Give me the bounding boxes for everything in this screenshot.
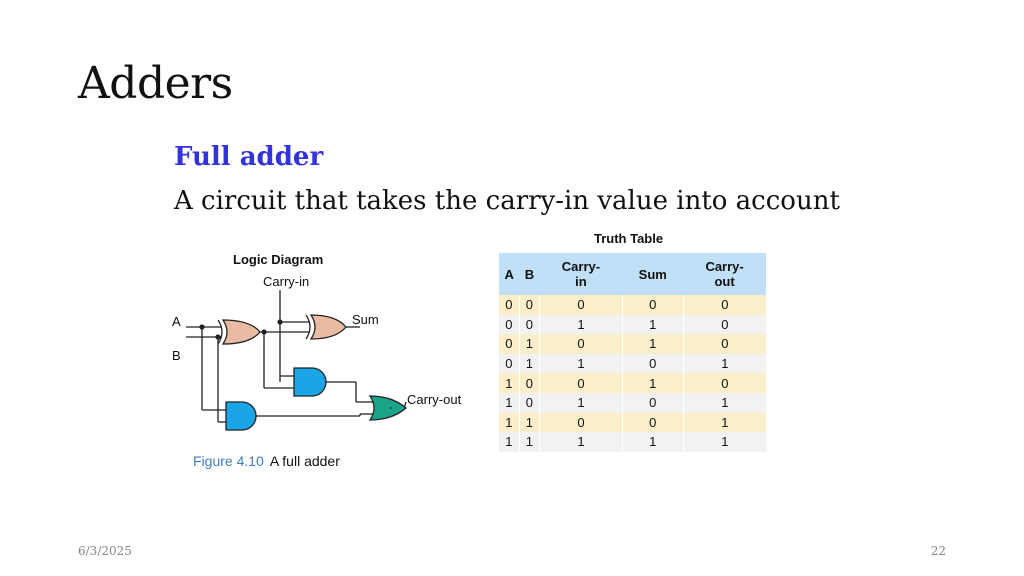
truth-table-cell: 0 (539, 295, 623, 315)
truth-table-cell: 0 (499, 353, 520, 374)
truth-table-cell: 1 (621, 432, 684, 452)
diagram-title: Logic Diagram (233, 252, 323, 267)
truth-table-cell: 0 (621, 412, 684, 433)
truth-table-cell: 1 (621, 334, 684, 354)
input-b-label: B (172, 348, 181, 363)
truth-table-cell: 1 (539, 392, 623, 413)
truth-table-cell: 1 (621, 314, 684, 335)
input-a-label: A (172, 314, 181, 329)
xor-gate-2 (305, 314, 347, 340)
truth-table-cell: 0 (499, 314, 520, 335)
truth-table-cell: 1 (539, 314, 623, 335)
truth-table-cell: 0 (682, 295, 766, 315)
slide-page-number: 22 (930, 544, 946, 558)
logic-diagram: Logic Diagram Carry-in A B Sum Carry-out (172, 252, 462, 431)
truth-table-cell: 0 (682, 373, 766, 393)
carry-in-label: Carry-in (263, 274, 309, 289)
and-gate-2 (225, 401, 257, 431)
truth-table-cell: 0 (682, 314, 766, 335)
truth-table-cell: 1 (518, 334, 540, 354)
slide-subtitle: Full adder (174, 142, 324, 172)
truth-table-cell: 1 (621, 373, 684, 393)
truth-table-header-cell: Carry-in (539, 253, 623, 295)
figure-number: Figure 4.10 (193, 453, 264, 469)
truth-table-header-cell: A (499, 253, 520, 295)
truth-table-cell: 0 (621, 295, 684, 315)
truth-table-cell: 1 (682, 353, 766, 374)
sum-label: Sum (352, 312, 379, 327)
truth-table-cell: 0 (621, 353, 684, 374)
slide-title: Adders (78, 58, 233, 109)
truth-table-cell: 0 (621, 392, 684, 413)
truth-table-cell: 1 (518, 412, 540, 433)
truth-table-cell: 1 (539, 353, 623, 374)
truth-table-cell: 1 (518, 353, 540, 374)
truth-table-cell: 0 (518, 392, 540, 413)
figure-caption-text: A full adder (269, 453, 340, 469)
truth-table-header-cell: Sum (622, 253, 684, 295)
truth-table-cell: 0 (539, 334, 623, 354)
truth-table-cell: 1 (682, 432, 766, 452)
slide-date: 6/3/2025 (78, 544, 132, 558)
truth-table-cell: 1 (499, 373, 520, 393)
and-gate-1 (293, 367, 327, 397)
figure-caption: Figure 4.10 A full adder (193, 453, 340, 469)
or-gate (368, 395, 407, 421)
truth-table-header-cell: B (519, 253, 540, 295)
truth-table-cell: 0 (518, 314, 540, 335)
truth-table-cell: 1 (499, 432, 520, 452)
truth-table-cell: 1 (682, 412, 766, 433)
truth-table-cell: 0 (539, 373, 623, 393)
carry-out-label: Carry-out (407, 392, 462, 407)
truth-table-cell: 1 (518, 432, 540, 452)
truth-table-cell: 0 (518, 295, 540, 315)
truth-table-cell: 0 (539, 412, 623, 433)
truth-table-cell: 1 (682, 392, 766, 413)
truth-table-header-cell: Carry-out (683, 253, 766, 295)
slide-description: A circuit that takes the carry-in value … (174, 186, 840, 216)
truth-table-title: Truth Table (594, 231, 664, 246)
truth-table-cell: 0 (499, 334, 520, 354)
xor-gate-1 (217, 319, 261, 345)
truth-table-cell: 1 (499, 392, 520, 413)
truth-table-cell: 1 (539, 432, 623, 452)
truth-table-cell: 0 (499, 295, 520, 315)
truth-table-cell: 0 (518, 373, 540, 393)
truth-table-cell: 1 (499, 412, 520, 433)
truth-table-cell: 0 (682, 334, 766, 354)
